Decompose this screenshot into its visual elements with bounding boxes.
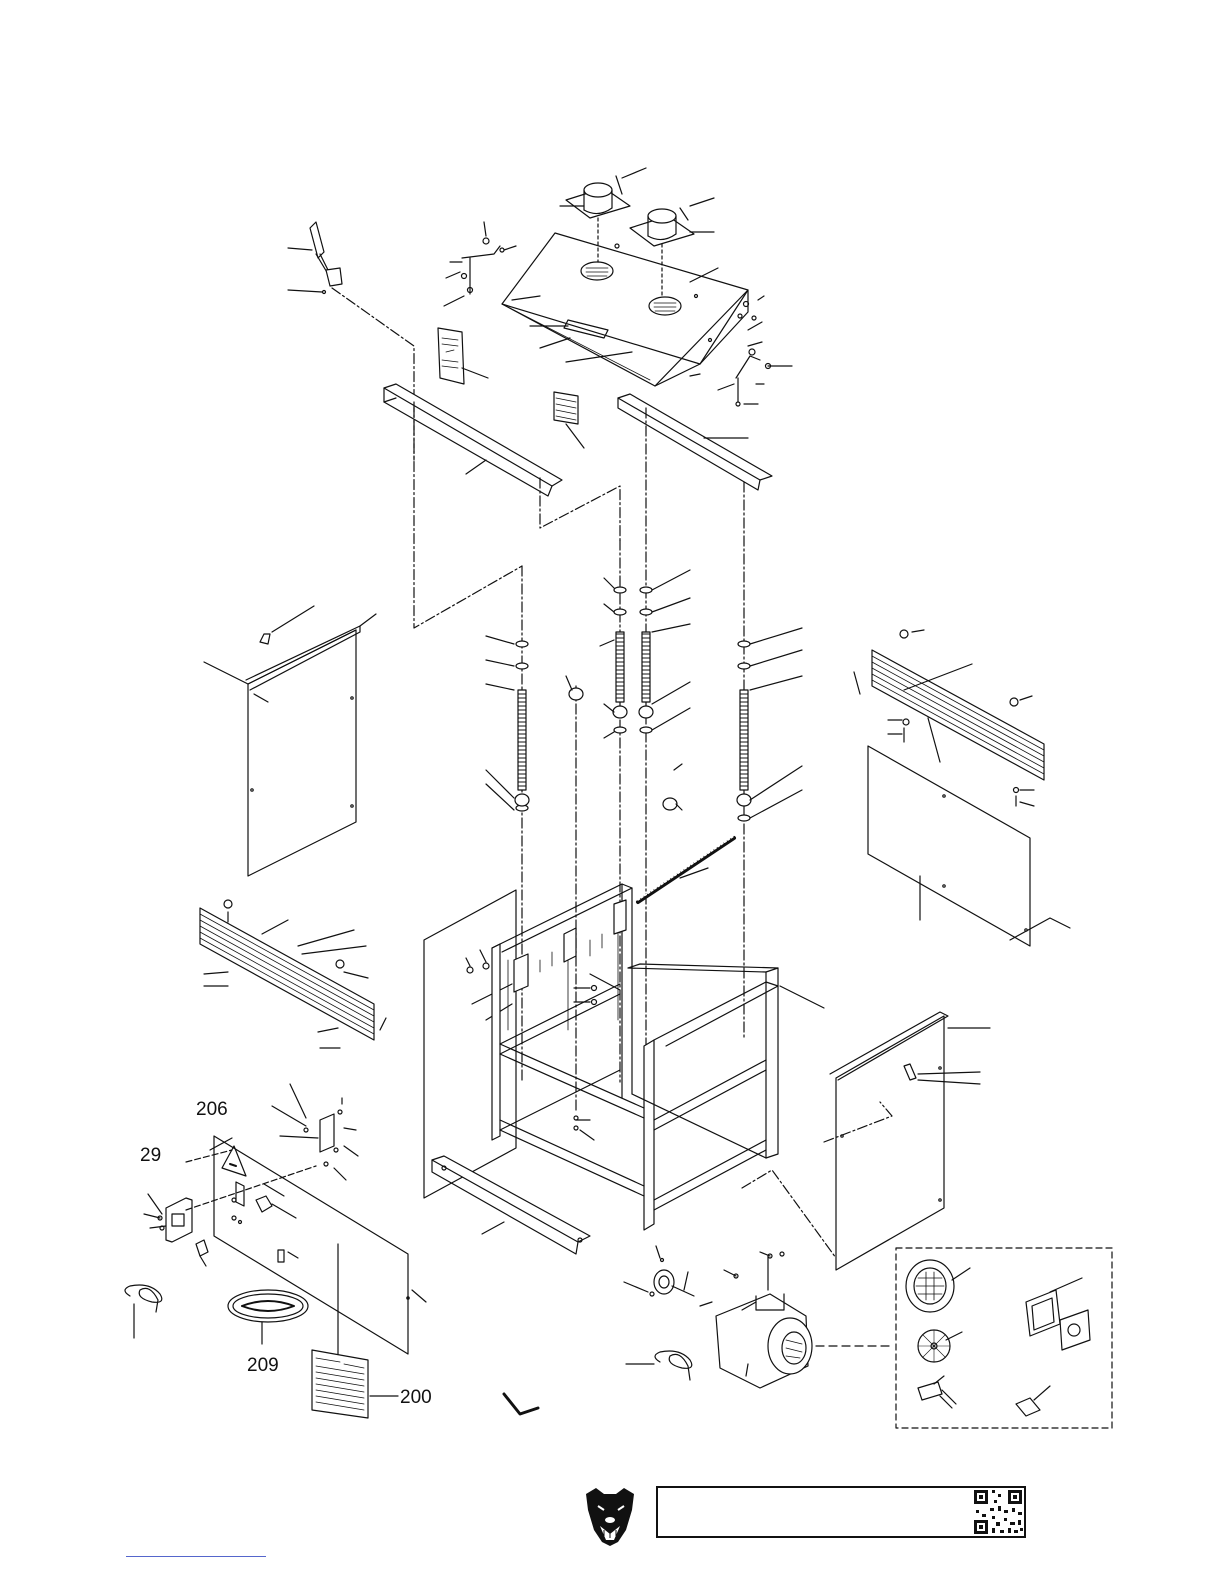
pulley — [624, 1246, 784, 1296]
power-cord-left — [125, 1285, 162, 1338]
dust-hood — [502, 233, 748, 386]
washers — [515, 587, 751, 821]
side-panel-right-lower — [742, 1012, 990, 1270]
switch-cover — [1016, 1386, 1050, 1416]
switch-panel — [210, 1136, 426, 1360]
crank-handle — [288, 222, 522, 628]
hex-wrench — [504, 1394, 538, 1414]
footer-link-underline[interactable] — [126, 1556, 266, 1557]
machine-label — [312, 1350, 398, 1418]
top-rail-left — [384, 384, 562, 496]
accessory-box — [896, 1248, 1112, 1428]
bear-head-icon — [586, 1488, 634, 1546]
side-panel-left — [204, 606, 376, 876]
footer-box — [656, 1486, 1026, 1538]
id-label-hood — [554, 392, 584, 448]
stand-frame — [492, 884, 824, 1230]
callout-209: 209 — [247, 1356, 279, 1375]
capacitor — [918, 1376, 956, 1408]
brand-plate — [228, 1290, 308, 1344]
power-cord-right — [626, 1351, 692, 1380]
callout-206: 206 — [196, 1100, 228, 1119]
front-panel-center — [424, 890, 516, 1198]
callout-29: 29 — [140, 1146, 161, 1165]
lead-screws — [518, 632, 748, 902]
top-rail-right — [618, 394, 772, 490]
motor — [700, 1294, 890, 1388]
fan-cover — [906, 1260, 970, 1312]
junction-box — [1026, 1278, 1090, 1350]
callout-200: 200 — [400, 1388, 432, 1407]
bottom-rail — [432, 1156, 590, 1254]
louvered-panel-left — [200, 900, 386, 1048]
warning-label-hood — [438, 328, 488, 384]
fan-blade — [918, 1330, 962, 1362]
plug-bracket — [272, 1084, 358, 1180]
